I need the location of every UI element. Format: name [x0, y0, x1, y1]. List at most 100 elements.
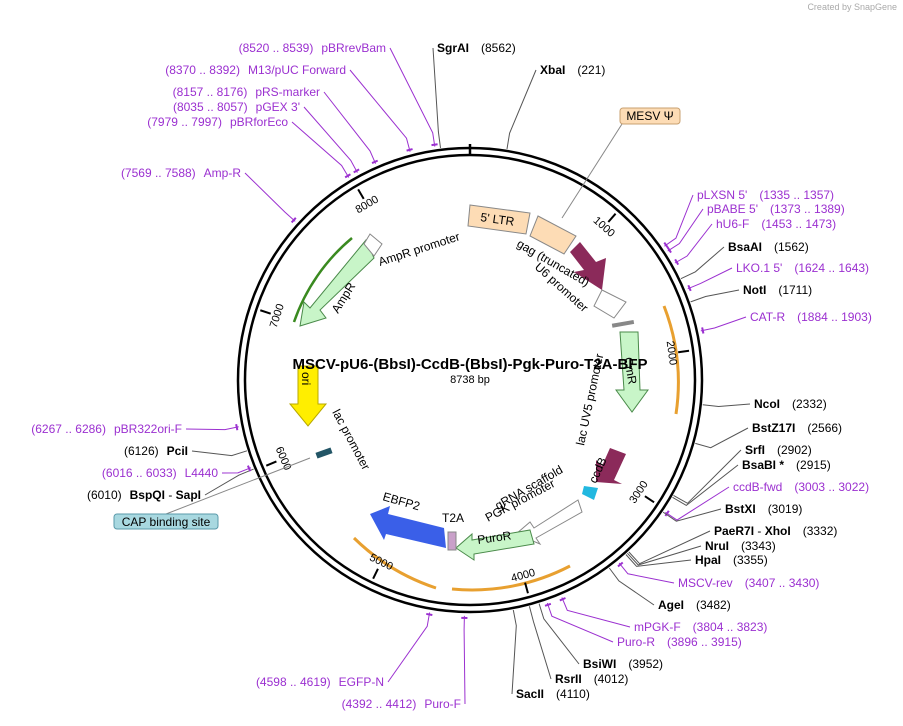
feature-5-ltr — [467, 204, 531, 235]
primer-label[interactable]: (6267 .. 6286)pBR322ori-F — [31, 422, 182, 436]
plasmid-size: 8738 bp — [450, 374, 490, 386]
enzyme-label[interactable]: AgeI(3482) — [658, 598, 731, 612]
mesv-box — [619, 107, 681, 125]
primer-mark — [701, 327, 705, 334]
pos-text: (2566) — [807, 421, 842, 435]
site-text: BsiWI — [583, 657, 616, 671]
primer-label[interactable]: (4598 .. 4619)EGFP-N — [256, 675, 384, 689]
enzyme-label[interactable]: SgrAI(8562) — [437, 41, 516, 55]
primer-mark — [235, 423, 239, 431]
leader-mesv — [561, 123, 623, 219]
enzyme-label[interactable]: BstXI(3019) — [725, 502, 802, 516]
leader-line — [221, 467, 252, 474]
enzyme-label[interactable]: SrfI(2902) — [745, 443, 812, 457]
leader-line — [191, 450, 248, 457]
primer-text: mPGK-F — [634, 620, 681, 634]
leader-line — [680, 246, 725, 280]
primer-text: hU6-F — [716, 217, 749, 231]
site-text: PciI — [167, 444, 188, 458]
site-text: BsaBI * — [742, 458, 784, 472]
primer-mark — [674, 258, 680, 266]
enzyme-label[interactable]: NcoI(2332) — [754, 397, 827, 411]
primer-label[interactable]: MSCV-rev(3407 .. 3430) — [678, 576, 819, 590]
feature-cmr — [615, 331, 649, 413]
site-text: SgrAI — [437, 41, 469, 55]
enzyme-label[interactable]: RsrII(4012) — [555, 672, 628, 686]
pos-text: (6010) — [87, 488, 122, 502]
enzyme-label[interactable]: XbaI(221) — [540, 63, 605, 77]
feature-puror — [455, 529, 535, 561]
primer-text: pBABE 5' — [707, 202, 758, 216]
enzyme-label[interactable]: (6010)BspQI - SapI — [87, 488, 201, 502]
tick-mark — [357, 188, 365, 200]
leader-line — [432, 47, 441, 148]
primer-text: (8157 .. 8176) — [173, 85, 248, 99]
feature-ori — [288, 365, 328, 427]
primer-text: (8520 .. 8539) — [239, 41, 314, 55]
primer-label[interactable]: (4392 .. 4412)Puro-F — [342, 697, 461, 711]
leader-line — [673, 449, 742, 504]
primer-text: (1884 .. 1903) — [797, 310, 872, 324]
leader-line — [185, 426, 239, 431]
feature-label-5-ltr: 5' LTR — [480, 210, 516, 229]
primer-text: (6016 .. 6033) — [102, 466, 177, 480]
primer-label[interactable]: (6016 .. 6033)L4440 — [102, 466, 218, 480]
primer-label[interactable]: (7569 .. 7588)Amp-R — [121, 166, 241, 180]
leader-line — [618, 562, 675, 584]
pos-text: (3355) — [733, 553, 768, 567]
enzyme-label[interactable]: SacII(4110) — [516, 687, 590, 701]
leader-line — [291, 121, 350, 178]
primer-label[interactable]: pLXSN 5'(1335 .. 1357) — [697, 188, 834, 202]
tick-mark — [372, 568, 379, 580]
separator: - — [754, 524, 765, 538]
site-text: SacII — [516, 687, 544, 701]
primer-label[interactable]: (7979 .. 7997)pBRforEco — [147, 115, 288, 129]
plasmid-name: MSCV-pU6-(BbsI)-CcdB-(BbsI)-Pgk-Puro-T2A… — [293, 356, 648, 373]
site-text: BsaAI — [728, 240, 762, 254]
primer-text: ccdB-fwd — [733, 480, 782, 494]
site-text: XhoI — [765, 524, 791, 538]
primer-label[interactable]: mPGK-F(3804 .. 3823) — [634, 620, 767, 634]
primer-text: pRS-marker — [255, 85, 320, 99]
primer-label[interactable]: (8370 .. 8392)M13/pUC Forward — [165, 63, 346, 77]
primer-mark — [371, 159, 379, 165]
primer-label[interactable]: ccdB-fwd(3003 .. 3022) — [733, 480, 869, 494]
enzyme-label[interactable]: HpaI(3355) — [695, 553, 768, 567]
enzyme-label[interactable]: NotI(1711) — [743, 283, 812, 297]
enzyme-label[interactable]: BsaAI(1562) — [728, 240, 809, 254]
enzyme-label[interactable]: PaeR7I - XhoI(3332) — [714, 524, 837, 538]
site-text: NruI — [705, 539, 729, 553]
enzyme-label[interactable]: BsiWI(3952) — [583, 657, 663, 671]
primer-mark — [664, 510, 670, 517]
separator: - — [165, 488, 176, 502]
enzyme-label[interactable]: (6126)PciI — [124, 444, 188, 458]
primer-mark — [426, 612, 433, 616]
feature-cyan-marker — [582, 486, 598, 500]
primer-label[interactable]: Puro-R(3896 .. 3915) — [617, 635, 742, 649]
primer-label[interactable]: (8035 .. 8057)pGEX 3' — [173, 100, 300, 114]
primer-label[interactable]: hU6-F(1453 .. 1473) — [716, 217, 836, 231]
primer-label[interactable]: CAT-R(1884 .. 1903) — [750, 310, 872, 324]
enzyme-label[interactable]: BsaBI *(2915) — [742, 458, 831, 472]
primer-text: (3896 .. 3915) — [667, 635, 742, 649]
leader-line — [538, 603, 580, 665]
primer-text: (8035 .. 8057) — [173, 100, 248, 114]
feature-u6-promoter — [593, 289, 627, 319]
leader-line — [628, 530, 711, 565]
primer-label[interactable]: LKO.1 5'(1624 .. 1643) — [736, 261, 869, 275]
primer-label[interactable]: (8157 .. 8176) pRS-marker — [173, 85, 320, 99]
primer-mark — [544, 602, 552, 607]
pos-text: (2902) — [777, 443, 812, 457]
primer-label[interactable]: pBABE 5'(1373 .. 1389) — [707, 202, 845, 216]
primer-mark — [344, 173, 351, 179]
primer-label[interactable]: (8520 .. 8539)pBRrevBam — [239, 41, 386, 55]
primer-mark — [353, 168, 360, 174]
primer-text: (3407 .. 3430) — [745, 576, 820, 590]
site-text: BstZ17I — [752, 421, 795, 435]
orf-arc-puro — [451, 564, 571, 592]
enzyme-label[interactable]: BstZ17I (2566) — [752, 421, 842, 435]
enzyme-label[interactable]: NruI(3343) — [705, 539, 776, 553]
primer-mark — [406, 148, 413, 152]
primer-text: (4392 .. 4412) — [342, 697, 417, 711]
